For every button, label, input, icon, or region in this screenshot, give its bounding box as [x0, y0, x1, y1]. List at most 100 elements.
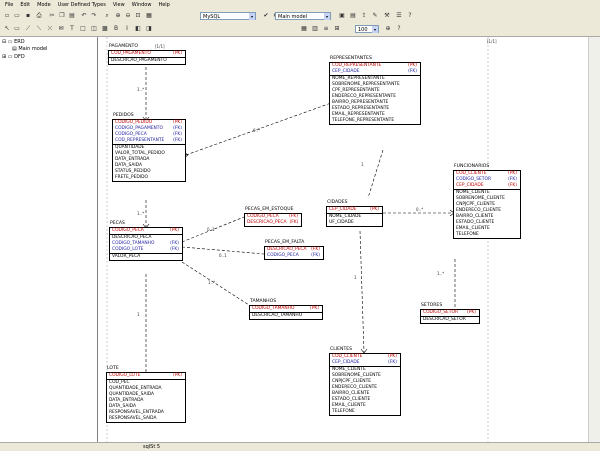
entity-column[interactable]: EMAIL_REPRESENTANTE [330, 112, 420, 118]
menu-help[interactable]: Help [158, 2, 170, 8]
bold-icon[interactable]: B [113, 25, 119, 32]
entity-column[interactable]: CODIGO_PECA(FK) [245, 214, 301, 220]
entity-column[interactable]: CODIGO_PECA(FK) [265, 253, 323, 259]
database-select[interactable]: MySQL▾ [200, 12, 256, 20]
entity-icon[interactable]: ▭ [14, 25, 20, 32]
entity-column[interactable]: VALOR_PECA [110, 253, 182, 260]
entity-column[interactable]: COD_PEC [107, 379, 185, 386]
entity-column[interactable]: DESCRICAO_TAMANHO [250, 312, 322, 319]
help-icon[interactable]: ? [397, 25, 401, 32]
entity-column[interactable]: TELEFONE [454, 232, 520, 238]
entity-column[interactable]: UF_CIDADE [327, 220, 382, 226]
tree-item-dfd[interactable]: ⊞ ▭ DFD [2, 54, 25, 60]
vertical-scrollbar[interactable] [588, 37, 600, 442]
snap-icon[interactable]: ⊞ [334, 25, 340, 32]
zoom-select[interactable]: 100▾ [355, 25, 379, 33]
tree-item-erd[interactable]: ⊟ ▭ ERD [2, 39, 25, 45]
entity-column[interactable]: QUANTIDADE [113, 144, 185, 151]
settings-icon[interactable]: ⚒ [384, 12, 390, 19]
validate-icon[interactable]: ✔ [263, 12, 269, 19]
rectangle-icon[interactable]: □ [80, 25, 86, 32]
menu-window[interactable]: Window [131, 2, 152, 8]
entity-column[interactable]: DESCRICAO_SETOR [421, 316, 479, 323]
entity-column[interactable]: NOME_REPRESENTANTE [330, 75, 420, 82]
zoom-in-icon[interactable]: ⊕ [115, 12, 121, 19]
entity-column[interactable]: ESTADO_REPRESENTANTE [330, 106, 420, 112]
entity-column[interactable]: DATA_SAIDA [113, 163, 185, 169]
find-icon[interactable]: ⌕ [105, 12, 109, 19]
entity-column[interactable]: CNPJCPF_CLIENTE [330, 379, 400, 385]
entity-column[interactable]: ENDERECO_REPRESENTANTE [330, 94, 420, 100]
layout-icon[interactable]: ▦ [301, 25, 307, 32]
entity-column[interactable]: FRETE_PEDIDO [113, 175, 185, 181]
entity-column[interactable]: CODIGO_SETOR(FK) [454, 177, 520, 183]
script-icon[interactable]: ✎ [372, 12, 378, 19]
relation-icon[interactable]: ⟋ [25, 25, 31, 32]
entity-column[interactable]: CODIGO_TAMANHO(PK) [250, 306, 322, 312]
entity-column[interactable]: BAIRRO_CLIENTE [454, 214, 520, 220]
help-icon[interactable]: ? [408, 12, 412, 19]
line-color-icon[interactable]: ◨ [146, 25, 152, 32]
color-icon[interactable]: ◧ [135, 25, 141, 32]
properties-icon[interactable]: ▣ [339, 12, 345, 19]
menu-edit[interactable]: Edit [20, 2, 31, 8]
entity-column[interactable]: CODIGO_PAGAMENTO(FK) [113, 126, 185, 132]
table-icon[interactable]: ▤ [350, 12, 356, 19]
undo-icon[interactable]: ↶ [81, 12, 87, 19]
entity-column[interactable]: EMAIL_CLIENTE [330, 403, 400, 409]
entity-column[interactable]: CODIGO_PEDIDO(PK) [113, 120, 185, 126]
entity-column[interactable]: SOBRENOME_CLIENTE [454, 196, 520, 202]
entity-column[interactable]: QUANTIDADE_ENTRADA [107, 386, 185, 392]
entity-column[interactable]: DESCRICAO_PECA(FK) [245, 220, 301, 226]
entity-column[interactable]: EMAIL_CLIENTE [454, 226, 520, 232]
open-folder-icon[interactable]: ▭ [14, 12, 20, 19]
menu-user-defined-types[interactable]: User Defined Types [57, 2, 106, 8]
italic-icon[interactable]: I [126, 25, 128, 32]
note-icon[interactable]: ✉ [58, 25, 64, 32]
entity-column[interactable]: RESPONSAVEL_ENTRADA [107, 410, 185, 416]
entity-column[interactable]: QUANTIDADE_SAIDA [107, 392, 185, 398]
entity-column[interactable]: CODIGO_SETOR(PK) [421, 310, 479, 316]
menu-view[interactable]: View [112, 2, 125, 8]
entity-column[interactable]: NOME_CLIENTE [330, 366, 400, 373]
entity-column[interactable]: CPF_REPRESENTANTE [330, 88, 420, 94]
entity-column[interactable]: CODIGO_LOTE(FK) [110, 247, 182, 253]
entity-column[interactable]: BAIRRO_CLIENTE [330, 391, 400, 397]
entity-column[interactable]: COD_CLIENTE(PK) [330, 354, 400, 360]
entity-column[interactable]: CEP_CIDADE(FK) [330, 69, 420, 75]
copy-icon[interactable]: ❐ [59, 12, 65, 19]
paste-icon[interactable]: ▤ [69, 12, 75, 19]
entity-column[interactable]: CEP_CIDADE(PK) [327, 207, 382, 213]
tree-item-main-model[interactable]: ▤ Main model [12, 46, 47, 52]
entity-column[interactable]: ENDERECO_CLIENTE [330, 385, 400, 391]
identifying-relation-icon[interactable]: ⟍ [36, 25, 42, 32]
export-icon[interactable]: ⇪ [361, 12, 367, 19]
entity-column[interactable]: RESPONSAVEL_SAIDA [107, 416, 185, 422]
new-file-icon[interactable]: ▫ [4, 12, 10, 19]
entity-column[interactable]: ESTADO_CLIENTE [330, 397, 400, 403]
entity-column[interactable]: DESCRICAO_PECA(FK) [265, 247, 323, 253]
entity-column[interactable]: CODIGO_LOTE(PK) [107, 373, 185, 379]
align-icon[interactable]: ≡ [323, 25, 329, 32]
grid-icon[interactable]: ▦ [146, 12, 152, 19]
entity-column[interactable]: CEP_CIDADE(FK) [330, 360, 400, 366]
entity-column[interactable]: COD_REPRESENTANTE(FK) [113, 138, 185, 144]
many-to-many-icon[interactable]: ⤫ [47, 25, 53, 32]
print-icon[interactable]: ⎙ [36, 12, 42, 19]
diagram-canvas[interactable]: [1/1] [1/1] 1..* 0..* 1 0..* 1..* 1..* 0… [98, 37, 588, 442]
entity-column[interactable]: COD_REPRESENTANTE(PK) [330, 63, 420, 69]
entity-column[interactable]: DATA_ENTRADA [113, 157, 185, 163]
entity-column[interactable]: CODIGO_TAMANHO(FK) [110, 241, 182, 247]
menu-mode[interactable]: Mode [37, 2, 51, 8]
entity-column[interactable]: CODIGO_PECA(PK) [110, 228, 182, 234]
